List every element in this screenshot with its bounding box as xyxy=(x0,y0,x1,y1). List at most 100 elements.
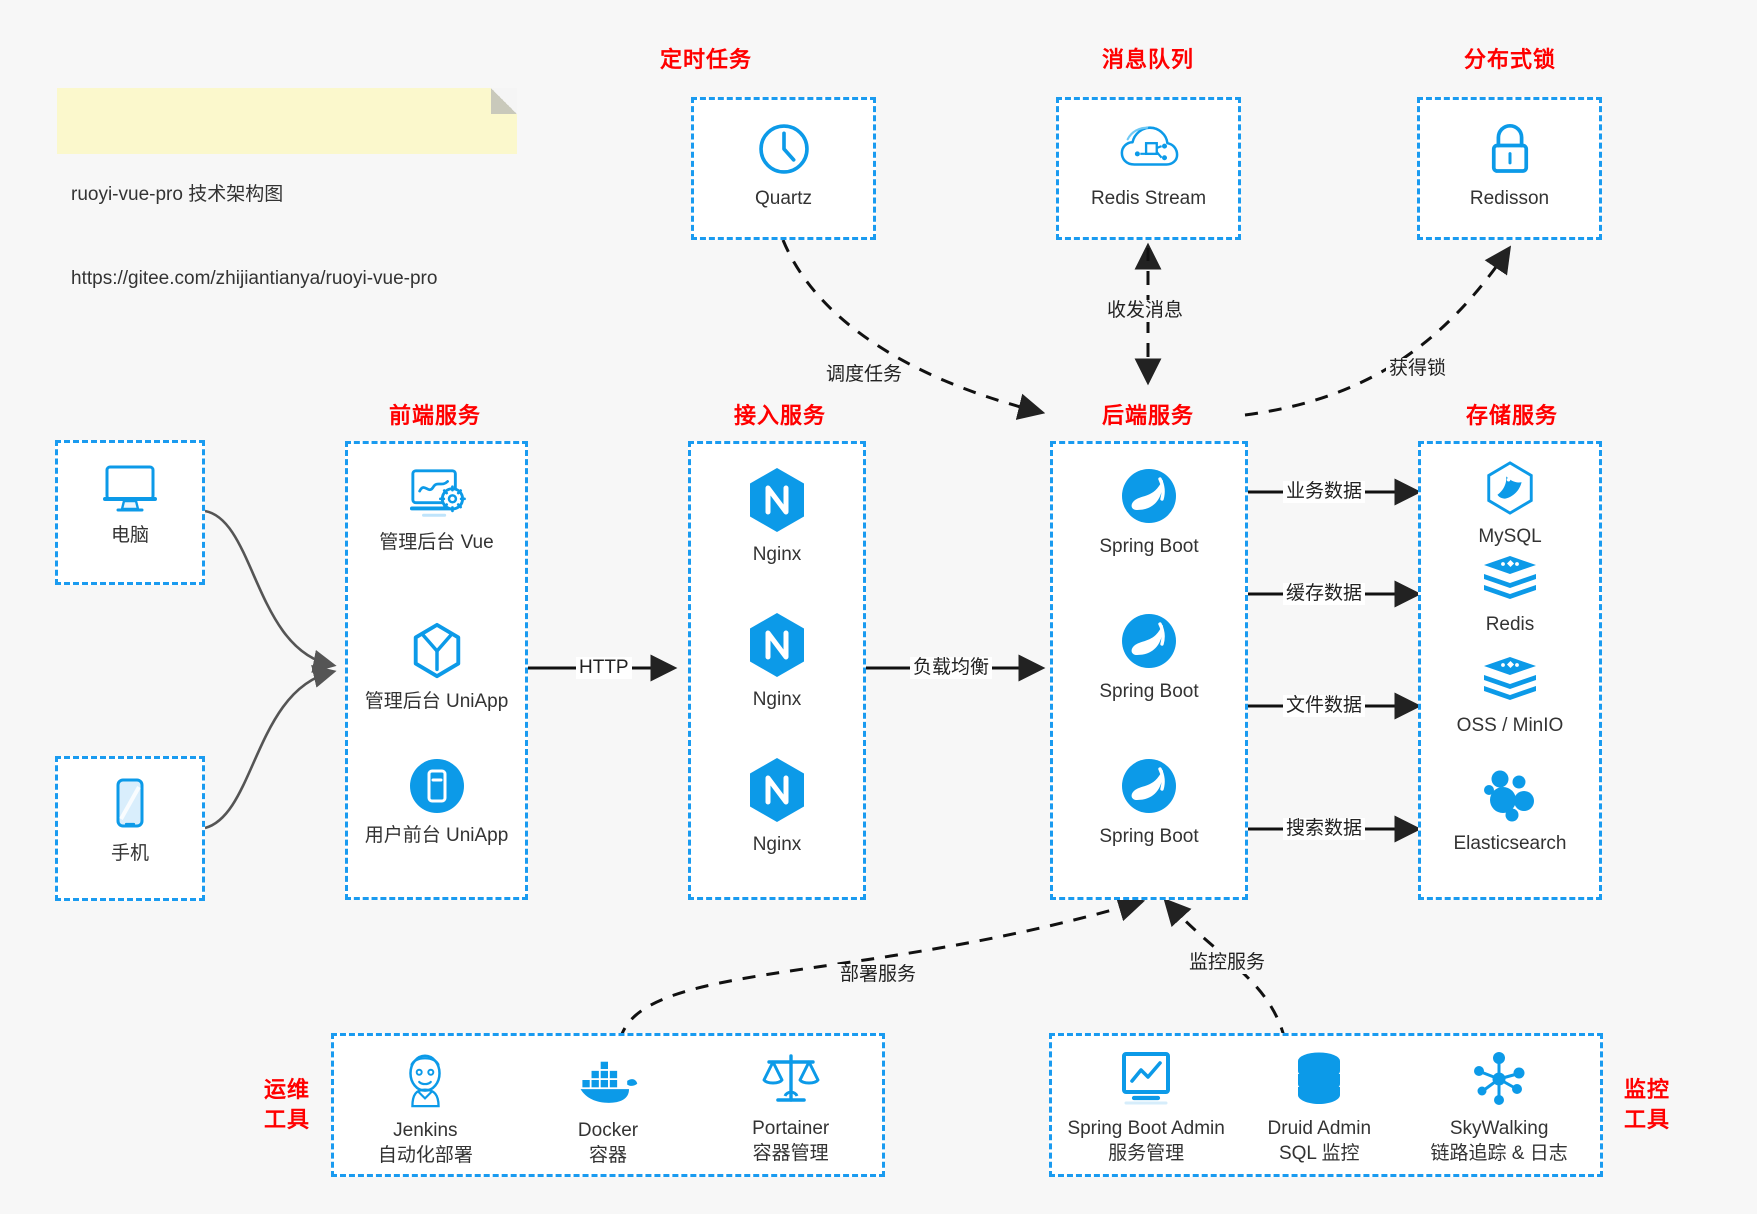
group-box-client-desktop: 电脑 xyxy=(55,440,205,585)
node-oss-minio[interactable]: OSS / MinIO xyxy=(1421,655,1599,738)
group-title-lock: 分布式锁 xyxy=(1463,47,1556,72)
node-nginx-2[interactable]: Nginx xyxy=(691,611,863,712)
scales-icon xyxy=(762,1054,820,1102)
node-redis-stream[interactable]: Redis Stream xyxy=(1059,120,1238,211)
node-portainer[interactable]: Portainer 容器管理 xyxy=(699,1050,882,1168)
edge-label-mq-send-recv: 收发消息 xyxy=(1104,300,1187,322)
lock-icon xyxy=(1491,124,1528,173)
node-label: OSS / MinIO xyxy=(1456,715,1564,736)
node-desktop[interactable]: 电脑 xyxy=(58,461,202,548)
node-nginx-1[interactable]: Nginx xyxy=(691,466,863,567)
node-label: 用户前台 UniApp xyxy=(364,825,509,846)
oss-icon xyxy=(1484,657,1536,700)
node-sublabel: 链路追踪 & 日志 xyxy=(1430,1143,1568,1164)
nginx-icon xyxy=(750,468,804,532)
group-box-monitor: Spring Boot Admin 服务管理 Druid Admin SQL 监… xyxy=(1049,1033,1603,1177)
node-nginx-3[interactable]: Nginx xyxy=(691,756,863,857)
group-title-devops-line2: 工具 xyxy=(263,1107,310,1132)
node-label: Nginx xyxy=(752,834,802,855)
node-docker[interactable]: Docker 容器 xyxy=(517,1050,700,1168)
redis-icon xyxy=(1484,556,1536,599)
group-title-monitor: 监控 工具 xyxy=(1610,1075,1684,1135)
node-spring-boot-1[interactable]: Spring Boot xyxy=(1053,466,1245,559)
node-sublabel: 服务管理 xyxy=(1108,1143,1185,1164)
node-label: Spring Boot Admin xyxy=(1067,1118,1225,1139)
edge-label-deploy-service: 部署服务 xyxy=(837,964,920,986)
group-box-gateway: Nginx Nginx Nginx xyxy=(688,441,866,900)
edge-label-file-data: 文件数据 xyxy=(1283,695,1366,717)
node-admin-uniapp[interactable]: 管理后台 UniApp xyxy=(348,621,525,714)
node-jenkins[interactable]: Jenkins 自动化部署 xyxy=(334,1050,517,1168)
group-box-client-mobile: 手机 xyxy=(55,756,205,901)
group-title-scheduler: 定时任务 xyxy=(659,47,752,72)
node-label: Portainer xyxy=(752,1118,830,1139)
node-redis[interactable]: Redis xyxy=(1421,554,1599,637)
group-title-backend: 后端服务 xyxy=(1101,403,1194,428)
monitor-chart-icon xyxy=(1122,1052,1171,1105)
note-line-2: https://gitee.com/zhijiantianya/ruoyi-vu… xyxy=(71,268,438,289)
group-title-gateway: 接入服务 xyxy=(733,403,826,428)
jenkins-icon xyxy=(409,1054,442,1108)
node-label: Jenkins xyxy=(393,1120,458,1141)
app-icon xyxy=(409,759,464,813)
node-redisson[interactable]: Redisson xyxy=(1420,120,1599,211)
node-label: Redisson xyxy=(1469,188,1550,209)
group-box-backend: Spring Boot Spring Boot Spring Boot xyxy=(1050,441,1248,900)
database-icon xyxy=(1298,1052,1341,1104)
edge-label-monitor-service: 监控服务 xyxy=(1186,952,1269,974)
edge-label-biz-data: 业务数据 xyxy=(1283,481,1366,503)
mobile-icon xyxy=(116,778,144,828)
node-label: Redis xyxy=(1485,614,1535,635)
group-box-scheduler: Quartz xyxy=(691,97,876,240)
node-label: 管理后台 Vue xyxy=(379,532,494,553)
elasticsearch-icon xyxy=(1484,770,1534,822)
group-title-mq: 消息队列 xyxy=(1101,47,1194,72)
group-title-devops: 运维 工具 xyxy=(250,1075,324,1135)
node-label: 管理后台 UniApp xyxy=(364,691,509,712)
note-fold-corner xyxy=(491,88,517,114)
node-label: Nginx xyxy=(752,544,802,565)
group-title-devops-line1: 运维 xyxy=(263,1077,310,1102)
edge-label-cache-data: 缓存数据 xyxy=(1283,583,1366,605)
node-label: MySQL xyxy=(1478,526,1542,547)
clock-icon xyxy=(758,124,809,174)
node-mobile[interactable]: 手机 xyxy=(58,777,202,866)
node-admin-vue[interactable]: 管理后台 Vue xyxy=(348,466,525,555)
edge-label-acquire-lock: 获得锁 xyxy=(1386,358,1450,380)
cloud-stream-icon xyxy=(1120,126,1178,166)
node-druid-admin[interactable]: Druid Admin SQL 监控 xyxy=(1240,1050,1398,1166)
node-label: Nginx xyxy=(752,689,802,710)
nginx-icon xyxy=(750,613,804,677)
node-spring-boot-2[interactable]: Spring Boot xyxy=(1053,611,1245,704)
node-skywalking[interactable]: SkyWalking 链路追踪 & 日志 xyxy=(1398,1050,1600,1166)
node-label: Docker xyxy=(577,1120,639,1141)
spring-icon xyxy=(1122,759,1176,813)
node-quartz[interactable]: Quartz xyxy=(694,120,873,211)
node-user-uniapp[interactable]: 用户前台 UniApp xyxy=(348,757,525,848)
group-box-mq: Redis Stream xyxy=(1056,97,1241,240)
node-label: Elasticsearch xyxy=(1453,833,1567,854)
mysql-icon xyxy=(1487,461,1533,515)
group-title-monitor-line1: 监控 xyxy=(1623,1077,1670,1102)
node-sublabel: SQL 监控 xyxy=(1278,1143,1360,1164)
network-nodes-icon xyxy=(1474,1052,1525,1105)
node-label: 手机 xyxy=(110,843,149,864)
node-mysql[interactable]: MySQL xyxy=(1421,460,1599,549)
group-box-lock: Redisson xyxy=(1417,97,1602,240)
node-label: Druid Admin xyxy=(1267,1118,1372,1139)
node-sublabel: 容器管理 xyxy=(752,1143,829,1164)
node-spring-boot-3[interactable]: Spring Boot xyxy=(1053,756,1245,849)
node-spring-boot-admin[interactable]: Spring Boot Admin 服务管理 xyxy=(1052,1050,1240,1166)
node-label: Quartz xyxy=(754,188,813,209)
node-label: 电脑 xyxy=(110,525,149,546)
desktop-icon xyxy=(103,465,157,512)
spring-icon xyxy=(1122,614,1176,668)
cube-icon xyxy=(413,622,460,679)
group-title-storage: 存储服务 xyxy=(1465,403,1558,428)
edge-label-search-data: 搜索数据 xyxy=(1283,818,1366,840)
node-label: SkyWalking xyxy=(1449,1118,1549,1139)
node-label: Redis Stream xyxy=(1090,188,1207,209)
node-elasticsearch[interactable]: Elasticsearch xyxy=(1421,767,1599,856)
group-title-frontend: 前端服务 xyxy=(388,403,481,428)
edge-label-http: HTTP xyxy=(576,657,632,679)
